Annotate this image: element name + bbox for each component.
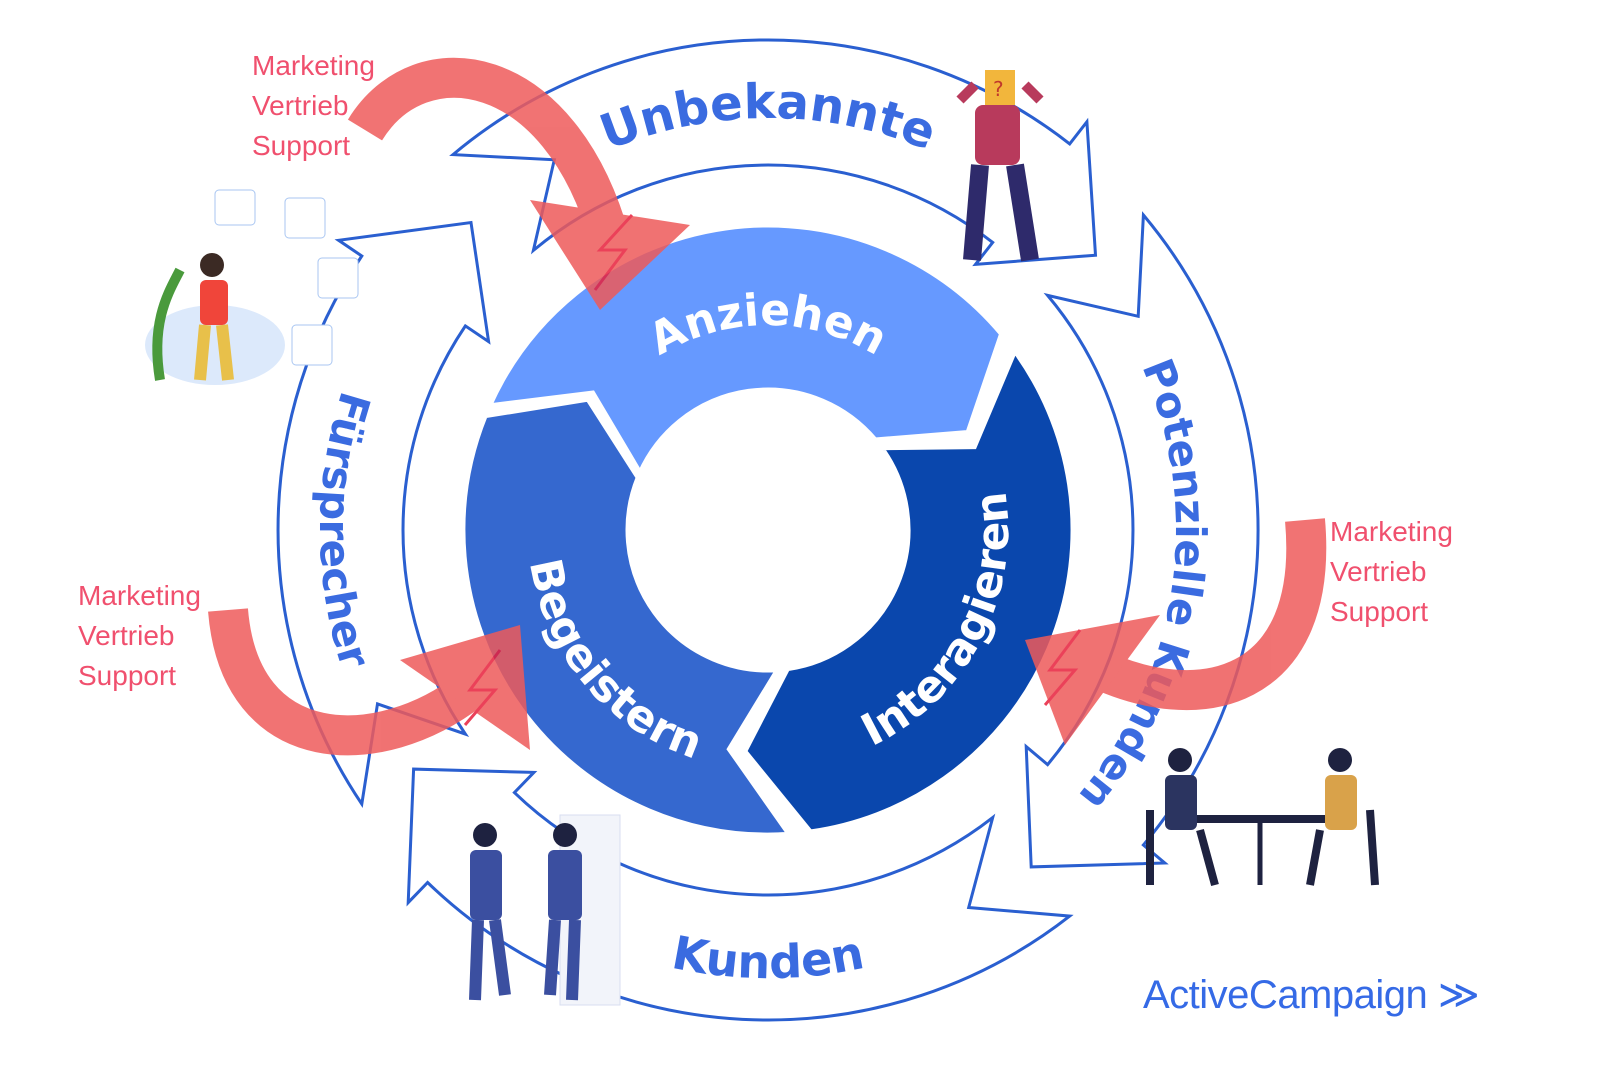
- lightning-icon: [463, 649, 502, 726]
- touchpoint-line: Vertrieb: [1330, 556, 1427, 587]
- illustration-meeting: [1146, 748, 1379, 887]
- touchpoint-arrows: [208, 57, 1327, 756]
- touchpoint-label-top: Marketing Vertrieb Support: [252, 46, 375, 166]
- touchpoint-arrow-right: [1081, 518, 1327, 711]
- touchpoint-label-right: Marketing Vertrieb Support: [1330, 512, 1453, 632]
- logo-chevron-icon: ≫: [1437, 973, 1480, 1017]
- touchpoint-arrow-top: [347, 57, 630, 246]
- outer-arrow-unbekannte: [449, 38, 1098, 267]
- touchpoint-line: Support: [78, 660, 177, 691]
- svg-text:?: ?: [993, 77, 1004, 101]
- lightning-icon: [593, 213, 634, 291]
- arrowhead-left: [400, 625, 530, 750]
- touchpoint-line: Marketing: [78, 580, 201, 611]
- touchpoint-line: Vertrieb: [252, 90, 349, 121]
- stage-segment-begeistern: [460, 396, 794, 838]
- touchpoint-line: Support: [1330, 596, 1429, 627]
- touchpoint-line: Marketing: [1330, 516, 1453, 547]
- illustration-unknown-person: ?: [956, 70, 1044, 262]
- touchpoint-arrow-left: [208, 607, 483, 756]
- touchpoint-label-left: Marketing Vertrieb Support: [78, 576, 201, 696]
- logo-text: ActiveCampaign: [1143, 973, 1428, 1017]
- illustration-handshake: [469, 814, 621, 1006]
- stage-segment-interagieren: [741, 345, 1076, 835]
- illustration-social-media: [145, 189, 359, 385]
- outer-arrow-fuersprecher: [276, 220, 491, 809]
- touchpoint-line: Vertrieb: [78, 620, 175, 651]
- arrowhead-right: [1025, 615, 1160, 745]
- activecampaign-logo[interactable]: ActiveCampaign ≫: [1143, 972, 1480, 1018]
- touchpoint-line: Marketing: [252, 50, 375, 81]
- lightning-icon: [1043, 629, 1082, 706]
- arrowhead-top: [530, 200, 690, 310]
- touchpoint-line: Support: [252, 130, 351, 161]
